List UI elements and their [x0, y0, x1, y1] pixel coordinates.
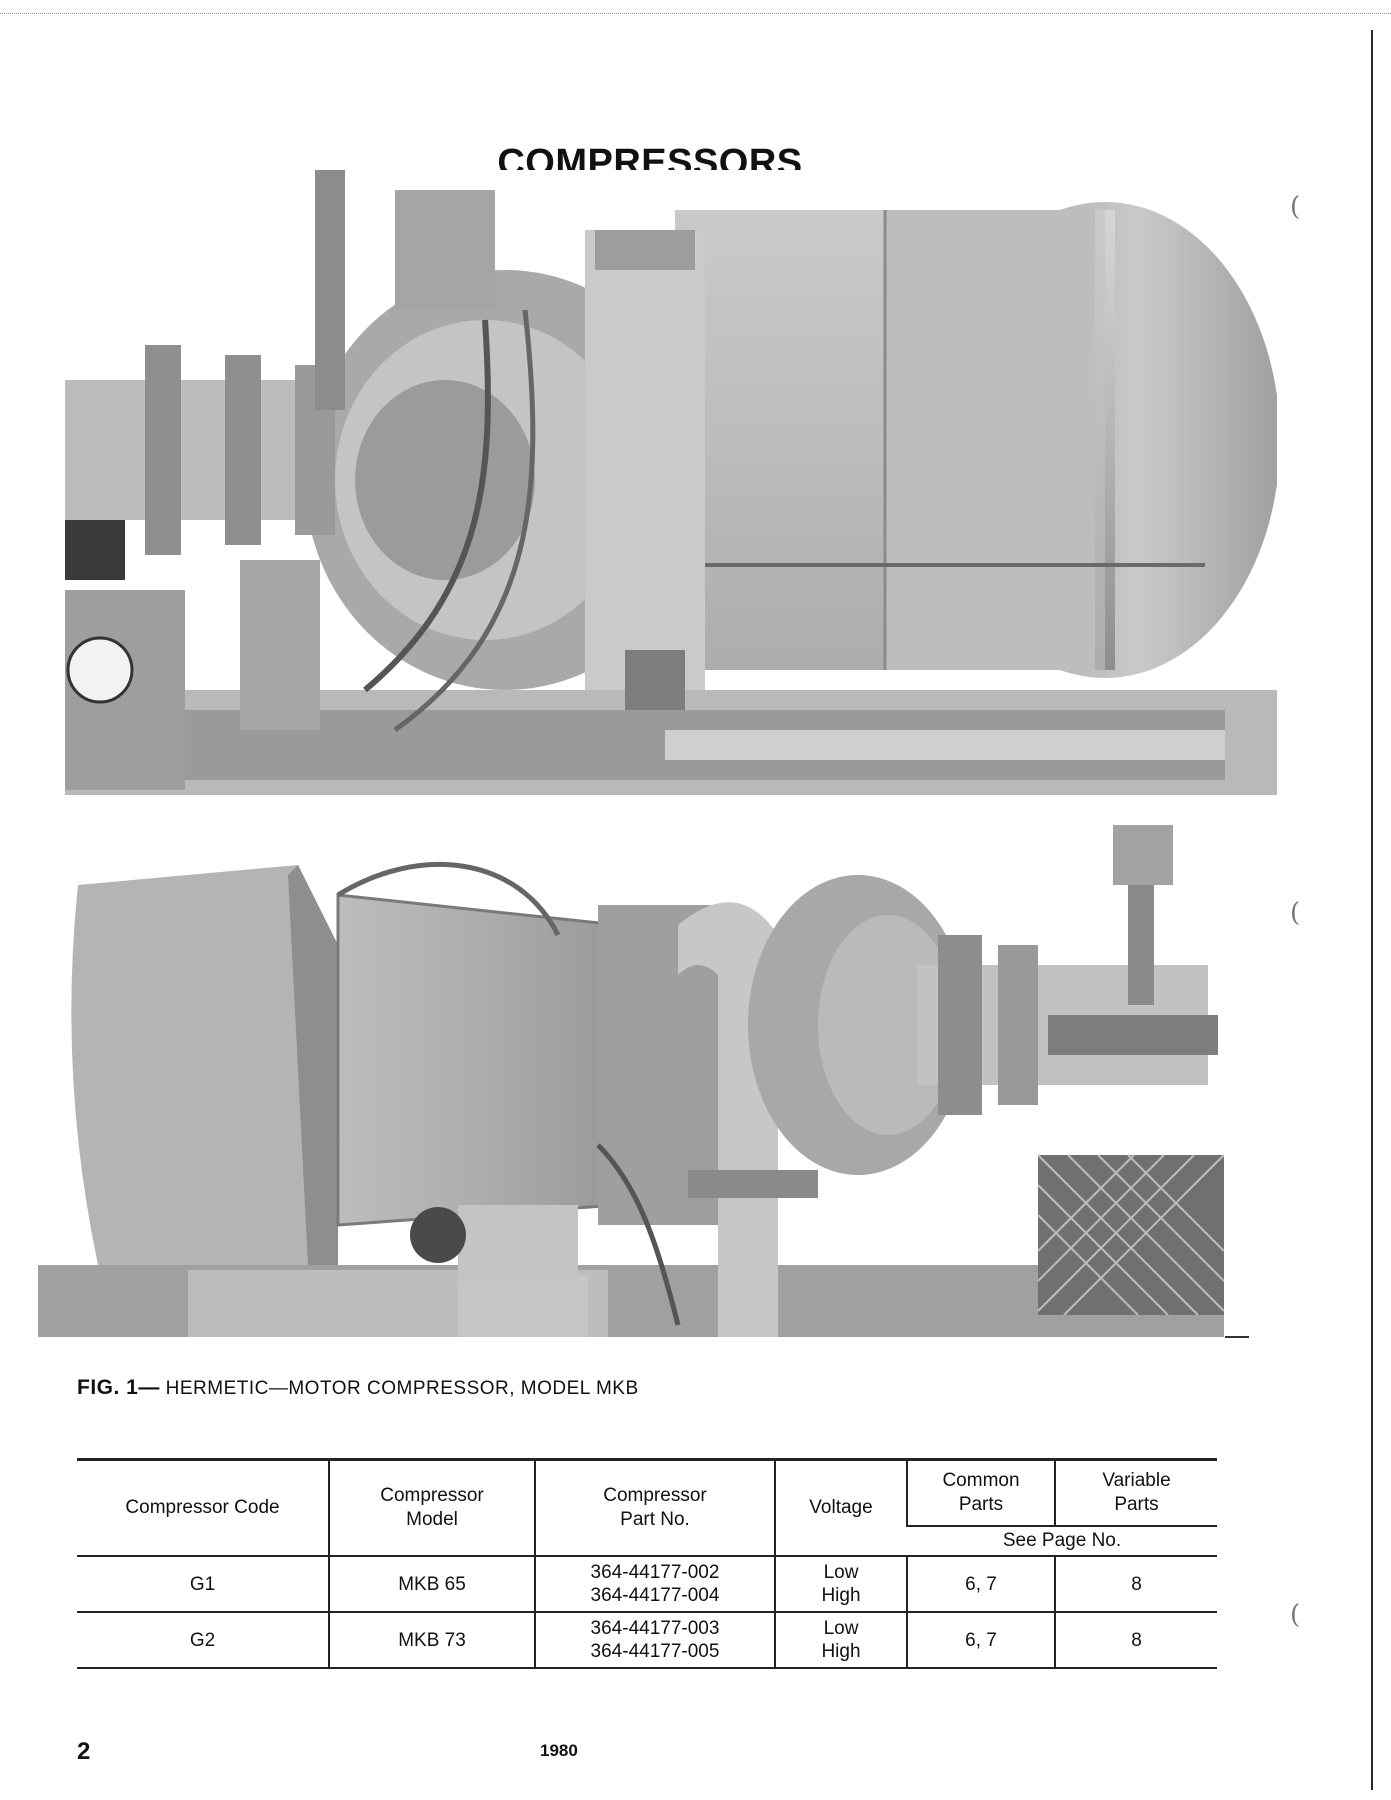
compressor-photo-side-view — [38, 825, 1224, 1337]
cell-variable-parts: 8 — [1054, 1612, 1217, 1669]
cell-compressor-model: MKB 65 — [328, 1556, 535, 1613]
cell-common-parts: 6, 7 — [906, 1612, 1055, 1669]
footer-year: 1980 — [540, 1741, 578, 1760]
figure-caption: FIG. 1— HERMETIC—MOTOR COMPRESSOR, MODEL… — [77, 1376, 639, 1400]
page-number: 2 — [77, 1738, 91, 1765]
cell-variable-parts: 8 — [1054, 1556, 1217, 1613]
margin-mark: ( — [1290, 898, 1301, 928]
photo-edge-mark — [1225, 1336, 1249, 1338]
header-compressor-code: Compressor Code — [77, 1458, 329, 1556]
figure-caption-text: HERMETIC—MOTOR COMPRESSOR, MODEL MKB — [159, 1378, 639, 1399]
cell-common-parts: 6, 7 — [906, 1556, 1055, 1613]
header-see-page-no: See Page No. — [907, 1525, 1217, 1556]
figure-label: FIG. 1— — [77, 1376, 160, 1399]
compressor-photo-front-view — [65, 170, 1277, 795]
cell-compressor-model: MKB 73 — [328, 1612, 535, 1669]
top-border-rule — [0, 13, 1391, 14]
cell-compressor-code: G1 — [77, 1556, 329, 1613]
header-voltage: Voltage — [774, 1458, 907, 1556]
right-binding-rule — [1371, 30, 1373, 1790]
margin-mark: ( — [1290, 192, 1301, 222]
margin-mark: ( — [1290, 1600, 1301, 1630]
cell-compressor-code: G2 — [77, 1612, 329, 1669]
